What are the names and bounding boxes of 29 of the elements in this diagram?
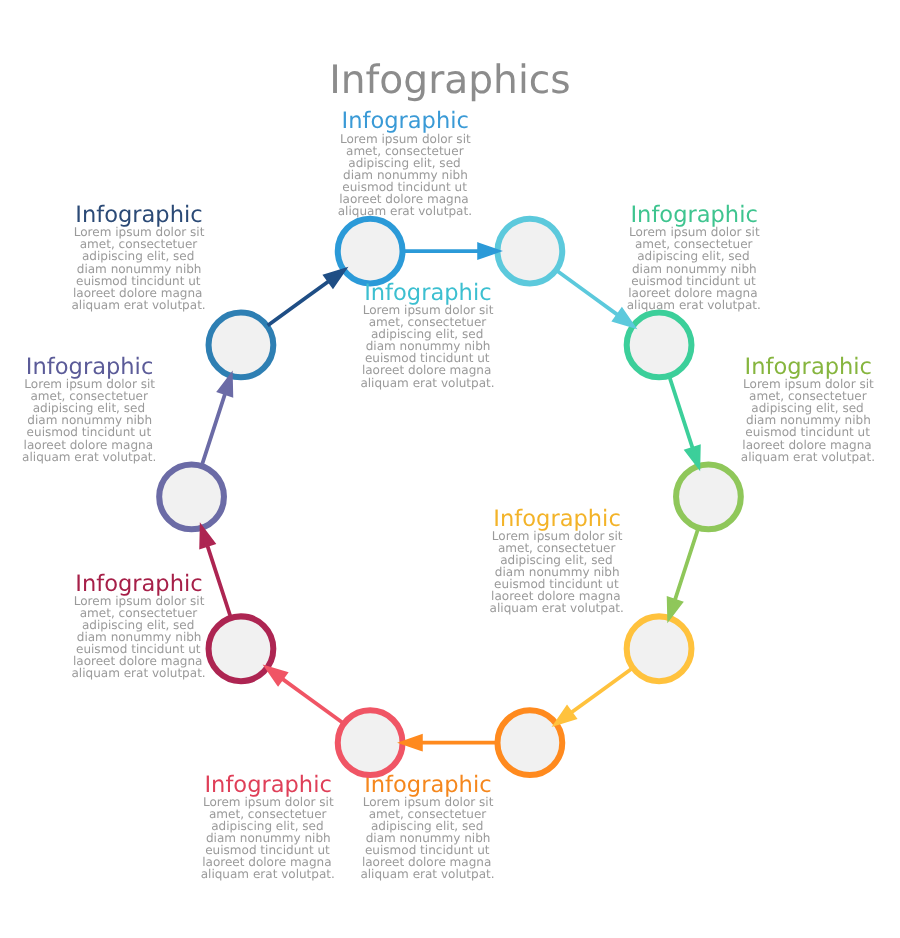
arrow	[397, 733, 498, 752]
node-label: Infographic	[204, 771, 332, 798]
node-circle	[494, 215, 566, 287]
arrow	[551, 666, 634, 727]
node-label: Infographic	[630, 202, 758, 229]
node-label: Infographic	[364, 771, 492, 798]
node-label: Infographic	[75, 202, 203, 229]
arrow	[555, 269, 638, 330]
node-label: Infographic	[75, 570, 203, 597]
node-label: Infographic	[364, 280, 492, 307]
node-circle	[205, 309, 277, 381]
node-circle	[623, 613, 695, 685]
node-label: Infographic	[493, 506, 621, 532]
node-label: Infographic	[25, 354, 154, 381]
arrow	[667, 375, 701, 472]
diagram-title: Infographics	[329, 57, 571, 104]
node-circle	[623, 309, 695, 381]
node-circle	[205, 613, 277, 685]
node-label: Infographic	[341, 108, 469, 135]
arrow	[200, 370, 234, 466]
node-circle	[673, 461, 744, 533]
node-circle	[494, 707, 566, 779]
arrow	[262, 664, 345, 725]
arrow	[199, 522, 233, 618]
node-label: Infographic	[744, 354, 873, 381]
arrow	[402, 242, 503, 261]
arrow	[266, 266, 349, 328]
arrow	[666, 527, 700, 624]
node-circle	[156, 461, 227, 533]
